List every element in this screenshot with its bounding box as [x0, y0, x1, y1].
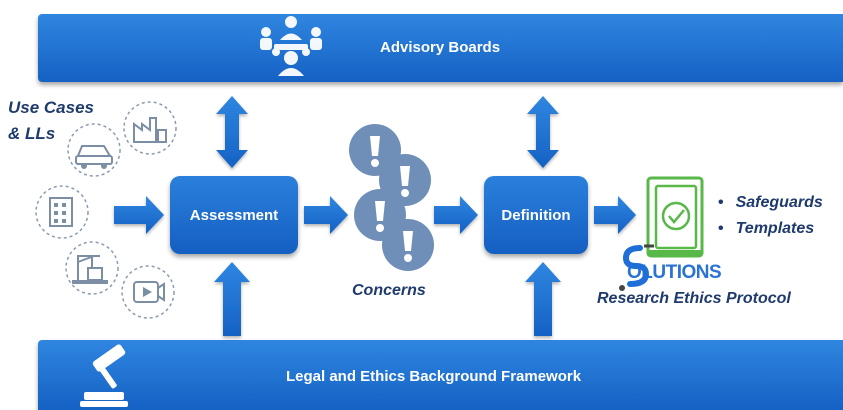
use-cases-line1: Use Cases: [8, 98, 95, 117]
assessment-label: Assessment: [189, 206, 279, 224]
gavel-icon: [80, 344, 128, 407]
advisory-boards-label: Advisory Boards: [380, 39, 501, 56]
outputs-list: Safeguards Templates: [718, 190, 823, 242]
usecases-assessment-arrow: [114, 196, 164, 234]
legal-definition-arrow: [525, 262, 561, 336]
advisory-boards-bar: [38, 14, 843, 82]
definition-box: Definition: [484, 176, 588, 254]
output-templates: Templates: [718, 216, 823, 242]
solutions-logo-icon: [619, 244, 654, 291]
checklist-book-icon: [646, 176, 704, 258]
legal-framework-bar: [38, 340, 843, 410]
research-ethics-protocol-label: Research Ethics Protocol: [597, 290, 791, 307]
advisory-assessment-arrow: [216, 96, 248, 168]
exclamation-icon: [349, 124, 434, 271]
use-cases-line2: & LLs: [8, 124, 56, 143]
advisory-definition-arrow: [527, 96, 559, 168]
concerns-definition-arrow: [434, 196, 478, 234]
assessment-concerns-arrow: [304, 196, 348, 234]
output-safeguards: Safeguards: [718, 190, 823, 216]
solutions-logo-text: OLUTIONS: [627, 262, 722, 283]
factory-icon: [123, 101, 177, 155]
port-crane-icon: [65, 241, 119, 295]
car-charging-icon: [67, 123, 121, 177]
people-meeting-icon: [260, 16, 322, 76]
assessment-box: Assessment: [170, 176, 298, 254]
definition-protocol-arrow: [594, 196, 636, 234]
use-cases-title: Use Cases & LLs: [8, 95, 94, 147]
definition-label: Definition: [501, 206, 571, 224]
video-camera-icon: [121, 265, 175, 319]
legal-framework-label: Legal and Ethics Background Framework: [286, 368, 582, 385]
building-icon: [35, 185, 89, 239]
concerns-label: Concerns: [352, 282, 426, 299]
legal-assessment-arrow: [214, 262, 250, 336]
